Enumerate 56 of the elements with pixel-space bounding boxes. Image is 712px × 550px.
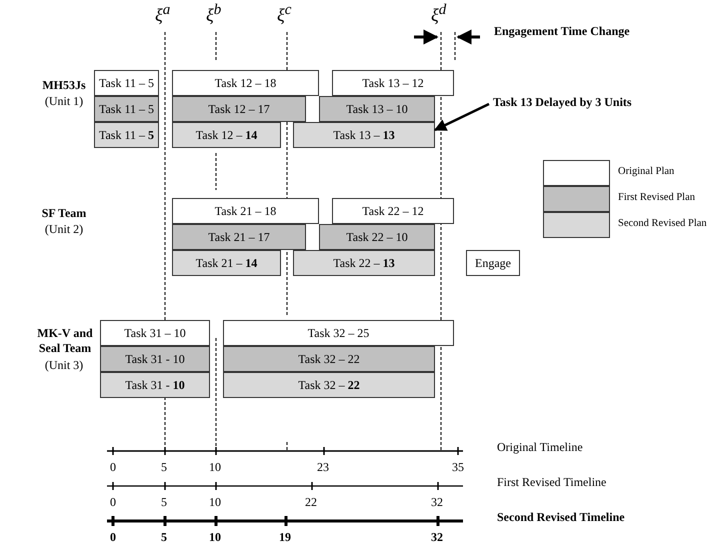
task-bar: Task 32 – 22 [223,346,435,372]
tick-value: 32 [431,530,443,545]
xi-label: ξ$^{c}$ [277,2,292,26]
task-bar: Task 12 – 18 [172,70,319,96]
tick-value: 0 [110,460,116,475]
xi-label: ξ$^{b}$ [206,2,222,26]
task-bar: Task 13 – 12 [332,70,454,96]
unit-number: (Unit 2) [44,222,84,237]
event-box: Engage [466,250,520,276]
task-bar: Task 21 – 18 [172,198,319,224]
timeline-name: First Revised Timeline [497,475,606,490]
tick-value: 35 [452,460,464,475]
legend-label: Original Plan [618,166,674,177]
tick-value: 10 [209,460,221,475]
tick-value: 23 [317,460,329,475]
task-bar: Task 31 - 10 [100,372,210,398]
legend-label: First Revised Plan [618,192,696,203]
annotation-text: Task 13 Delayed by 3 Units [493,94,683,110]
tick-value: 5 [161,495,167,510]
task-bar: Task 32 – 22 [223,372,435,398]
unit-number: (Unit 1) [44,94,84,109]
tick-value: 10 [209,530,221,545]
task-bar: Task 13 – 10 [319,96,435,122]
legend-label: Second Revised Plan [618,218,707,229]
leader-arrow [434,102,490,132]
tick-value: 19 [279,530,291,545]
task-bar: Task 22 – 10 [319,224,435,250]
tick-value: 32 [431,495,443,510]
tick-value: 22 [305,495,317,510]
tick-value: 5 [161,460,167,475]
note-text: Engagement Time Change [494,24,630,39]
timeline-name: Second Revised Timeline [497,510,625,525]
tick-value: 5 [161,530,167,545]
task-bar: Task 12 – 17 [172,96,306,122]
task-bar: Task 12 – 14 [172,122,281,148]
unit-number: (Unit 3) [44,358,84,373]
task-bar: Task 11 – 5 [94,70,159,96]
task-bar: Task 21 – 17 [172,224,306,250]
task-bar: Task 11 – 5 [94,122,159,148]
task-bar: Task 21 – 14 [172,250,281,276]
task-bar: Task 32 – 25 [223,320,454,346]
task-bar: Task 13 – 13 [293,122,435,148]
unit-name: SF Team [40,206,88,221]
task-bar: Task 22 – 12 [332,198,454,224]
tick-value: 10 [209,495,221,510]
xi-label: ξ$^{d}$ [431,2,446,26]
timeline-name: Original Timeline [497,440,583,455]
task-bar: Task 31 – 10 [100,320,210,346]
unit-name: MH53Js [41,78,87,93]
tick-value: 0 [110,495,116,510]
task-bar: Task 22 – 13 [293,250,435,276]
task-bar: Task 11 – 5 [94,96,159,122]
task-bar: Task 31 - 10 [100,346,210,372]
xi-label: ξ$^{a}$ [155,2,170,26]
unit-name: MK-V and Seal Team [36,326,94,356]
tick-value: 0 [110,530,116,545]
